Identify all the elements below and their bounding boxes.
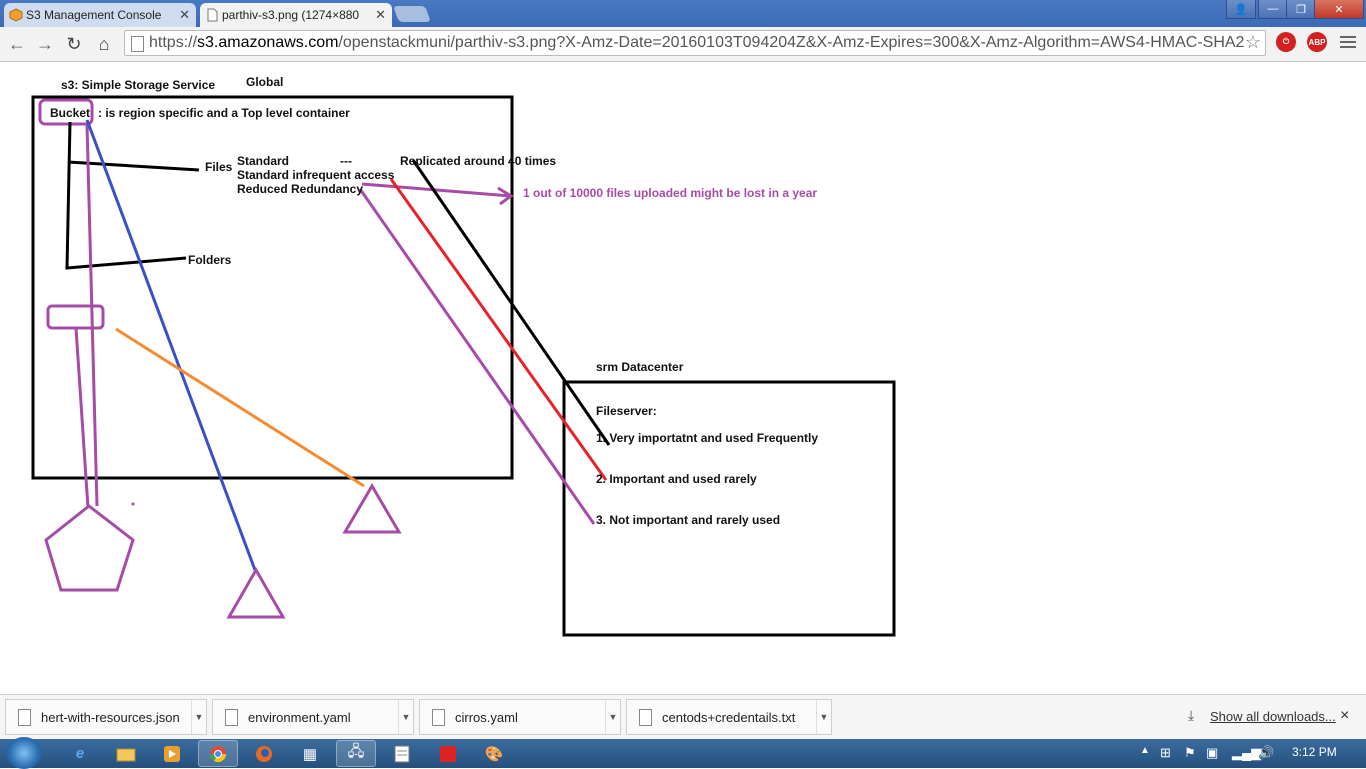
url-text: https://s3.amazonaws.com/openstackmuni/p… <box>149 34 1245 51</box>
windows-flag-icon[interactable]: ⊞ <box>1160 745 1171 760</box>
show-all-downloads-link[interactable]: Show all downloads... <box>1210 709 1336 724</box>
tab-image[interactable]: parthiv-s3.png (1274×880 ✕ <box>200 3 392 27</box>
page-icon <box>131 36 144 52</box>
tab-s3-console[interactable]: S3 Management Console ✕ <box>4 3 196 27</box>
paint-icon[interactable]: 🎨 <box>484 745 504 763</box>
tab-close-icon[interactable]: ✕ <box>179 7 190 22</box>
address-bar[interactable]: https://s3.amazonaws.com/openstackmuni/p… <box>124 30 1266 56</box>
menu-icon[interactable] <box>1340 36 1356 51</box>
reload-icon[interactable]: ↻ <box>66 33 82 54</box>
download-item[interactable]: centods+credentails.txt ▼ <box>626 699 832 735</box>
network-app-icon[interactable]: ▦ <box>302 745 318 763</box>
browser-toolbar: ← → ↻ ⌂ https://s3.amazonaws.com/opensta… <box>0 27 1366 62</box>
aws-cube-icon <box>9 8 23 22</box>
folders-label: Folders <box>188 253 232 267</box>
back-arrow-icon[interactable]: ← <box>8 33 26 54</box>
chevron-down-icon[interactable]: ▼ <box>191 700 206 734</box>
maximize-button[interactable]: ❐ <box>1286 0 1316 19</box>
ie-icon[interactable]: e <box>75 745 85 762</box>
orange-line <box>115 327 365 488</box>
object-highlight <box>46 304 105 330</box>
download-item[interactable]: hert-with-resources.json ▼ <box>5 699 207 735</box>
extension-stop-icon[interactable]: ⏻ <box>1276 32 1296 52</box>
action-center-icon[interactable]: ⚑ <box>1184 745 1196 760</box>
chrome-icon[interactable] <box>198 740 238 767</box>
pentagon-shape <box>44 504 135 592</box>
bucket-highlight <box>38 98 94 126</box>
notepad-icon[interactable] <box>382 740 422 767</box>
window-close-button[interactable]: ✕ <box>1314 0 1364 19</box>
datacenter-title: srm Datacenter <box>596 360 684 374</box>
blue-line <box>85 119 257 571</box>
image-viewer: s3: Simple Storage Service Global Bucket… <box>0 62 1366 694</box>
file-level-2: 2. Important and used rarely <box>596 472 757 486</box>
triangle-bottom <box>226 566 286 619</box>
replicated-note: Replicated around 40 times <box>400 154 557 168</box>
media-player-icon[interactable] <box>152 740 192 767</box>
tree-lines <box>65 121 200 270</box>
purple-connector <box>358 188 596 525</box>
adblock-icon[interactable]: ABP <box>1307 32 1327 52</box>
download-arrow-icon: ⤓ <box>1188 707 1195 723</box>
start-button[interactable] <box>6 737 42 769</box>
datacenter-box <box>562 380 896 637</box>
dot <box>131 502 135 506</box>
forward-arrow-icon[interactable]: → <box>36 33 54 54</box>
file-icon <box>225 709 238 726</box>
s3-box <box>31 95 514 480</box>
storage-class-ia: Standard infrequent access <box>237 168 395 182</box>
tray-up-arrow-icon[interactable]: ▲ <box>1140 745 1150 756</box>
scope-label: Global <box>246 75 284 89</box>
bookmark-star-icon[interactable]: ☆ <box>1244 32 1261 52</box>
download-item[interactable]: environment.yaml ▼ <box>212 699 414 735</box>
tab-label: S3 Management Console <box>26 8 162 22</box>
bucket-description: : is region specific and a Top level con… <box>98 106 350 120</box>
browser-titlebar: S3 Management Console ✕ parthiv-s3.png (… <box>0 0 1366 27</box>
volume-icon[interactable]: 🔊 <box>1258 745 1275 760</box>
new-tab-button[interactable] <box>393 6 431 22</box>
acrobat-icon[interactable] <box>428 740 468 767</box>
device-icon[interactable]: ▣ <box>1206 745 1219 760</box>
explorer-folder-icon[interactable] <box>106 740 146 767</box>
files-label: Files <box>205 160 233 174</box>
downloads-bar: hert-with-resources.json ▼ environment.y… <box>0 694 1366 740</box>
black-connector <box>411 159 611 446</box>
downloads-close-icon[interactable]: × <box>1340 707 1350 724</box>
triangle-right <box>342 483 402 534</box>
tab-label: parthiv-s3.png (1274×880 <box>222 8 360 22</box>
home-icon[interactable]: ⌂ <box>98 33 110 54</box>
file-icon <box>432 709 445 726</box>
page-icon <box>205 8 219 22</box>
bucket-to-pentagon <box>74 123 99 509</box>
diagram-title: s3: Simple Storage Service <box>61 78 216 92</box>
windows-taskbar: e ▦ 🖧 🎨 ▲ ⊞ ⚑ ▣ ▂▄▆ 🔊 3:12 PM <box>0 737 1366 769</box>
tab-close-icon[interactable]: ✕ <box>375 7 386 22</box>
diagram-drawing <box>31 95 896 637</box>
fileserver-label: Fileserver: <box>596 404 657 418</box>
storage-class-standard: Standard <box>237 154 290 168</box>
clock[interactable]: 3:12 PM <box>1292 745 1337 759</box>
file-level-1: 1. Very importatnt and used Frequently <box>596 431 819 445</box>
chevron-down-icon[interactable]: ▼ <box>398 700 413 734</box>
download-item[interactable]: cirros.yaml ▼ <box>419 699 621 735</box>
bucket-label: Bucket <box>50 106 91 120</box>
loss-note: 1 out of 10000 files uploaded might be l… <box>523 186 818 200</box>
file-icon <box>18 709 31 726</box>
putty-icon[interactable]: 🖧 <box>336 740 376 767</box>
loss-arrow <box>361 182 514 206</box>
storage-class-rr: Reduced Redundancy <box>237 182 364 196</box>
network-signal-icon[interactable]: ▂▄▆ <box>1232 745 1262 760</box>
firefox-icon[interactable] <box>244 740 284 767</box>
user-icon[interactable]: 👤 <box>1226 0 1256 19</box>
file-level-3: 3. Not important and rarely used <box>596 513 781 527</box>
chevron-down-icon[interactable]: ▼ <box>605 700 620 734</box>
file-icon <box>639 709 652 726</box>
dash: --- <box>340 154 352 168</box>
minimize-button[interactable]: — <box>1258 0 1288 19</box>
chevron-down-icon[interactable]: ▼ <box>816 700 831 734</box>
red-connector <box>389 178 608 481</box>
